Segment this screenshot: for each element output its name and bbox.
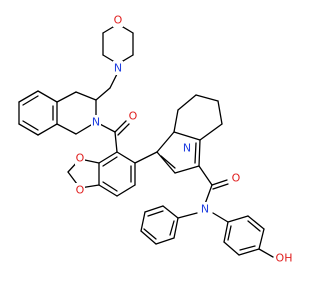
bond xyxy=(258,228,265,250)
bond xyxy=(18,123,39,136)
bond xyxy=(223,241,240,256)
bond xyxy=(140,230,157,245)
bond xyxy=(22,120,39,131)
bond xyxy=(155,237,175,245)
bond xyxy=(116,184,136,197)
bond xyxy=(238,248,260,256)
atom-label-n3: N xyxy=(183,142,191,155)
bond xyxy=(212,183,229,190)
bond xyxy=(198,139,201,167)
bond xyxy=(37,90,58,103)
bond-lines xyxy=(18,23,274,258)
bond xyxy=(37,123,58,136)
bond xyxy=(204,184,213,205)
atom-label-o2: O xyxy=(129,110,138,123)
molecule-structure: N O N O O O N O N OH xyxy=(18,13,293,265)
bond xyxy=(95,87,111,101)
bond xyxy=(116,151,136,164)
bond xyxy=(227,215,249,223)
atom-label-background xyxy=(113,13,123,27)
atom-label-o3: O xyxy=(76,152,85,165)
bond xyxy=(173,131,201,141)
atom-labels: N O N O O O N O N OH xyxy=(75,13,293,265)
bond xyxy=(174,165,200,174)
bond xyxy=(169,220,175,236)
bond xyxy=(75,91,97,101)
atom-label-n1: N xyxy=(114,62,122,75)
atom-label-oh: OH xyxy=(276,252,293,265)
bond xyxy=(258,248,274,258)
atom-label-background xyxy=(231,171,241,185)
atom-label-n2: N xyxy=(92,116,100,129)
atom-label-background xyxy=(200,202,210,216)
bond xyxy=(162,205,179,219)
bond xyxy=(194,142,197,164)
bond xyxy=(173,109,179,133)
bond xyxy=(239,245,256,251)
atom-label-background xyxy=(75,183,85,197)
bond xyxy=(156,151,176,174)
bond xyxy=(102,156,118,167)
bond xyxy=(177,94,197,111)
bond xyxy=(22,95,39,106)
atom-label-o4: O xyxy=(76,184,85,197)
atom-label-o1: O xyxy=(114,14,123,27)
bond xyxy=(247,215,265,230)
atom-label-background xyxy=(128,109,138,123)
bond xyxy=(199,123,223,141)
bond xyxy=(223,221,229,243)
atom-label-background xyxy=(182,141,192,155)
bond xyxy=(56,123,77,135)
bond xyxy=(114,120,127,133)
bond xyxy=(211,179,228,186)
bond xyxy=(212,212,229,223)
bond xyxy=(173,217,179,239)
bond xyxy=(114,131,118,153)
atom-label-background xyxy=(75,151,85,165)
bond xyxy=(143,228,157,240)
bond xyxy=(144,205,164,213)
bond xyxy=(160,155,176,169)
atom-label-o5: O xyxy=(232,172,241,185)
bond xyxy=(195,94,219,102)
bond xyxy=(18,90,39,103)
bond xyxy=(227,225,232,241)
bond xyxy=(177,212,198,219)
bond xyxy=(198,165,213,186)
bond xyxy=(156,131,175,153)
atom-label-background xyxy=(91,115,101,129)
bond xyxy=(117,123,130,136)
bond xyxy=(134,151,158,164)
bond xyxy=(217,100,223,125)
bond xyxy=(102,181,118,192)
bond xyxy=(98,151,118,164)
bond xyxy=(98,184,118,197)
bond xyxy=(140,211,146,232)
bond xyxy=(147,210,164,217)
bond xyxy=(247,220,261,232)
atom-label-n4: N xyxy=(201,203,209,216)
atom-label-background xyxy=(113,61,123,75)
bond xyxy=(56,91,77,103)
atom-label-background xyxy=(275,251,293,265)
